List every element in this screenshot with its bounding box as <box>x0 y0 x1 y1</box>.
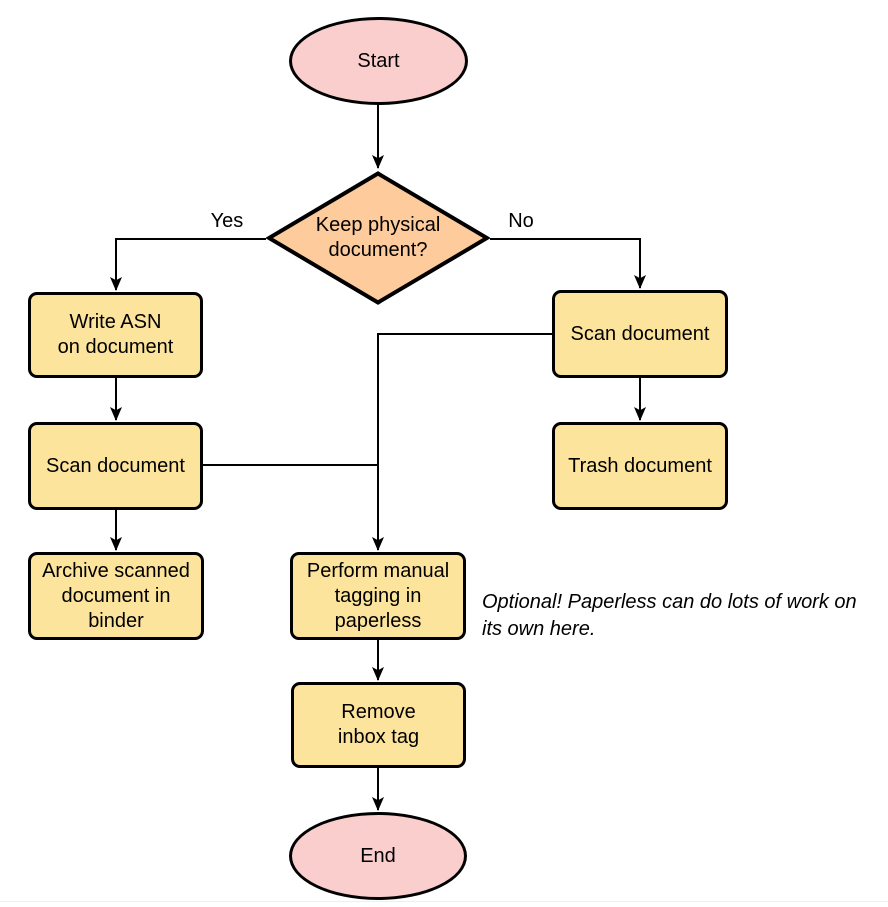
annotation-optional-note: Optional! Paperless can do lots of work … <box>482 591 857 640</box>
node-archive-binder: Archive scanned document in binder <box>28 552 204 640</box>
node-trash-document: Trash document <box>552 422 728 510</box>
node-decision-label: Keep physical document? <box>315 214 441 261</box>
node-scan-document-left: Scan document <box>28 422 203 510</box>
node-manual-tagging-label: Perform manual tagging in paperless <box>306 559 450 632</box>
node-trash-document-label: Trash document <box>568 454 712 477</box>
page-bottom-divider <box>0 901 888 902</box>
decision-diamond-shape <box>266 171 490 305</box>
edge-scan-right-to-tagging <box>372 333 552 551</box>
node-scan-document-left-label: Scan document <box>46 454 185 477</box>
node-end: End <box>289 812 467 900</box>
node-archive-binder-label: Archive scanned document in binder <box>42 559 190 632</box>
node-end-label: End <box>360 844 396 867</box>
edge-label-no: No <box>508 210 534 232</box>
node-start: Start <box>289 17 468 105</box>
node-start-label: Start <box>357 49 400 72</box>
node-decision: Keep physical document? <box>266 171 490 305</box>
edge-decision-yes-to-write-asn <box>110 238 266 291</box>
node-manual-tagging: Perform manual tagging in paperless <box>290 552 466 640</box>
edge-decision-no-to-scan-right <box>490 238 646 289</box>
node-scan-document-right: Scan document <box>552 290 728 378</box>
node-remove-inbox-tag-label: Remove inbox tag <box>337 701 420 748</box>
node-write-asn-label: Write ASN on document <box>57 311 174 358</box>
node-write-asn: Write ASN on document <box>28 292 203 378</box>
node-remove-inbox-tag: Remove inbox tag <box>291 682 466 768</box>
edge-label-yes: Yes <box>210 210 244 232</box>
node-scan-document-right-label: Scan document <box>570 322 710 345</box>
